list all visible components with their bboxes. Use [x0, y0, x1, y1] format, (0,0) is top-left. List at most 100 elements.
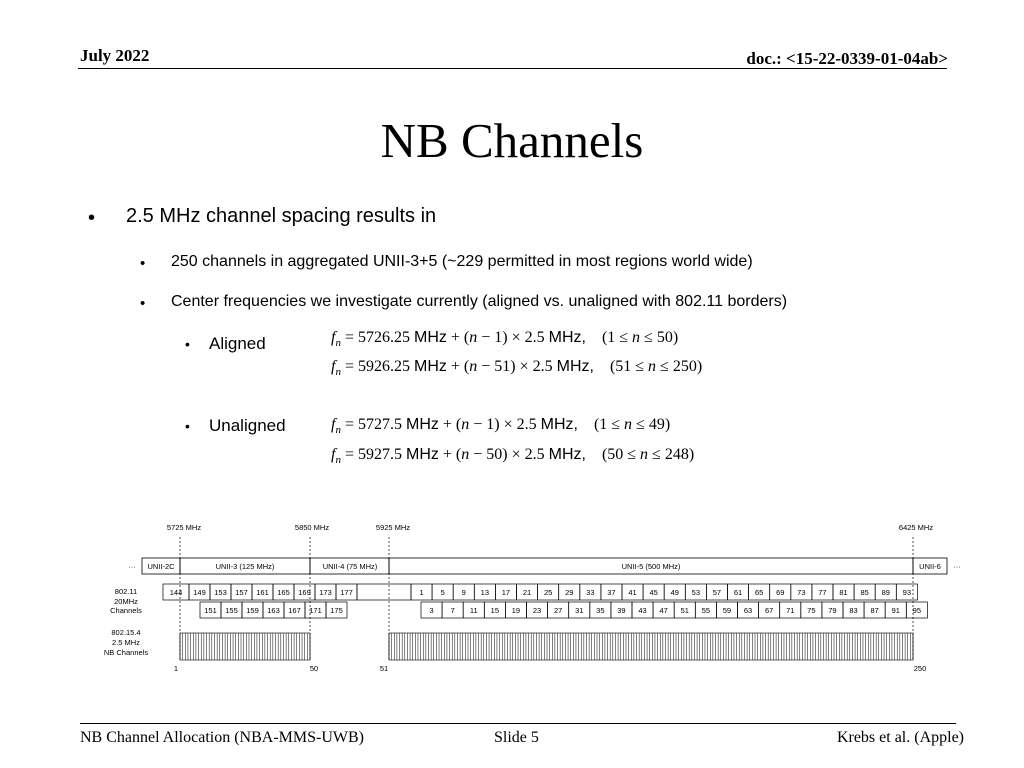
bullet-level2: Center frequencies we investigate curren…	[171, 293, 788, 310]
wifi-bot-b-channel-51: 51	[681, 606, 689, 615]
nb-label-50: 50	[310, 664, 318, 673]
band-unii-2c: UNII-2C	[147, 562, 175, 571]
freq-label-5725: 5725 MHz	[167, 523, 201, 532]
wifi-top-channel-169: 169	[298, 588, 311, 597]
equation-unaligned-2: fn = 5927.5 MHz + (n − 50) × 2.5 MHz, (5…	[331, 446, 695, 467]
wifi-top-b-channel-9: 9	[462, 588, 466, 597]
header-rule	[78, 68, 947, 69]
wifi-top-b-channel-25: 25	[544, 588, 552, 597]
nb-label-1: 1	[174, 664, 178, 673]
row-label-nb-3: NB Channels	[104, 648, 148, 657]
wifi-bot-a-channel-155: 155	[225, 606, 238, 615]
bullet-marker: •	[140, 255, 146, 272]
wifi-top-b-channel-57: 57	[713, 588, 721, 597]
wifi-top-b-channel-21: 21	[523, 588, 531, 597]
wifi-bot-b-channel-7: 7	[451, 606, 455, 615]
band-unii-3: UNII-3 (125 MHz)	[216, 562, 275, 571]
freq-label-5850: 5850 MHz	[295, 523, 329, 532]
band-unii-4: UNII-4 (75 MHz)	[323, 562, 378, 571]
band-unii-5: UNII-5 (500 MHz)	[622, 562, 681, 571]
wifi-bot-b-channel-55: 55	[702, 606, 710, 615]
footer-left: NB Channel Allocation (NBA-MMS-UWB)	[80, 729, 364, 746]
wifi-bot-a-channel-151: 151	[204, 606, 217, 615]
slide-title: NB Channels	[380, 113, 644, 168]
row-label-nb-2: 2.5 MHz	[112, 638, 140, 647]
wifi-top-b-channel-37: 37	[607, 588, 615, 597]
nb-channel-frames	[179, 632, 914, 661]
wifi-bot-b-channel-63: 63	[744, 606, 752, 615]
wifi-bot-b-channel-95: 95	[913, 606, 921, 615]
wifi-top-channel-177: 177	[340, 588, 353, 597]
wifi-bot-b-channel-83: 83	[849, 606, 857, 615]
nb-frame-high	[388, 632, 914, 661]
equation-aligned-1: fn = 5726.25 MHz + (n − 1) × 2.5 MHz, (1…	[331, 329, 679, 350]
freq-label-6425: 6425 MHz	[899, 523, 933, 532]
bullet-unaligned: Unaligned	[209, 416, 286, 435]
wifi-top-b-channel-53: 53	[692, 588, 700, 597]
wifi-bot-a-channel-171: 171	[309, 606, 322, 615]
ellipsis-right: ···	[953, 562, 961, 571]
wifi-top-b-channel-65: 65	[755, 588, 763, 597]
wifi-top-b-channel-69: 69	[776, 588, 784, 597]
wifi-top-b-channel-73: 73	[797, 588, 805, 597]
wifi-bot-b-channel-23: 23	[533, 606, 541, 615]
wifi-top-channel-165: 165	[277, 588, 290, 597]
band-row	[141, 557, 948, 575]
band-unii-6-box	[912, 557, 948, 575]
wifi-top-b-channel-1: 1	[419, 588, 423, 597]
wifi-top-b-channel-13: 13	[481, 588, 489, 597]
wifi-top-channel-144: 144	[170, 588, 183, 597]
nb-channel-lines	[179, 633, 914, 660]
row-label-wifi-3: Channels	[110, 606, 142, 615]
nb-label-250: 250	[914, 664, 927, 673]
wifi-bot-b-channel-67: 67	[765, 606, 773, 615]
wifi-bot-b-channel-11: 11	[470, 606, 478, 615]
nb-frame-low	[179, 632, 311, 661]
wifi-top-b-channel-85: 85	[860, 588, 868, 597]
wifi-top-b-channel-77: 77	[818, 588, 826, 597]
wifi-bot-b-channel-75: 75	[807, 606, 815, 615]
footer-slide-number: Slide 5	[494, 729, 539, 746]
wifi-top-b-channel-33: 33	[586, 588, 594, 597]
wifi-top-b-channel-29: 29	[565, 588, 573, 597]
wifi-bot-b-channel-71: 71	[786, 606, 794, 615]
row-label-wifi-1: 802.11	[115, 587, 137, 596]
bullet-aligned: Aligned	[209, 334, 266, 353]
wifi-bot-b-channel-79: 79	[828, 606, 836, 615]
wifi-top-b-channel-49: 49	[671, 588, 679, 597]
wifi-bot-b-channel-35: 35	[596, 606, 604, 615]
wifi-bot-b-channel-27: 27	[554, 606, 562, 615]
wifi-bot-a-cell-175	[325, 601, 348, 619]
wifi-bot-a-channel-175: 175	[330, 606, 343, 615]
wifi-bot-b-channel-15: 15	[491, 606, 499, 615]
wifi-top-b-channel-61: 61	[734, 588, 742, 597]
nb-label-51: 51	[380, 664, 388, 673]
wifi-top-channel-173: 173	[319, 588, 332, 597]
wifi-bot-b-channel-31: 31	[575, 606, 583, 615]
footer-rule	[80, 723, 956, 724]
wifi-top-channel-149: 149	[193, 588, 206, 597]
wifi-bot-b-cell-95	[905, 601, 928, 619]
bullet-marker: •	[185, 418, 190, 434]
wifi-bot-b-channel-47: 47	[659, 606, 667, 615]
header-doc-id: doc.: <15-22-0339-01-04ab>	[746, 49, 948, 68]
footer-right: Krebs et al. (Apple)	[836, 729, 964, 746]
wifi-bot-b-channel-87: 87	[870, 606, 878, 615]
wifi-gap-cell	[356, 583, 412, 601]
bullet-level1: 2.5 MHz channel spacing results in	[126, 205, 437, 227]
wifi-top-b-channel-45: 45	[649, 588, 657, 597]
header-date: July 2022	[80, 46, 150, 65]
wifi-top-b-channel-89: 89	[882, 588, 890, 597]
wifi-top-channel-161: 161	[256, 588, 269, 597]
wifi-bot-b-channel-91: 91	[892, 606, 900, 615]
equation-unaligned-1: fn = 5727.5 MHz + (n − 1) × 2.5 MHz, (1 …	[331, 416, 671, 437]
wifi-top-b-channel-81: 81	[839, 588, 847, 597]
wifi-top-b-cell-93	[895, 583, 918, 601]
row-label-wifi-2: 20MHz	[114, 597, 138, 606]
freq-label-5925: 5925 MHz	[376, 523, 410, 532]
wifi-bot-b-channel-59: 59	[723, 606, 731, 615]
wifi-top-b-channel-17: 17	[502, 588, 510, 597]
ellipsis-left: ···	[128, 562, 136, 571]
bullet-marker: •	[88, 207, 96, 229]
